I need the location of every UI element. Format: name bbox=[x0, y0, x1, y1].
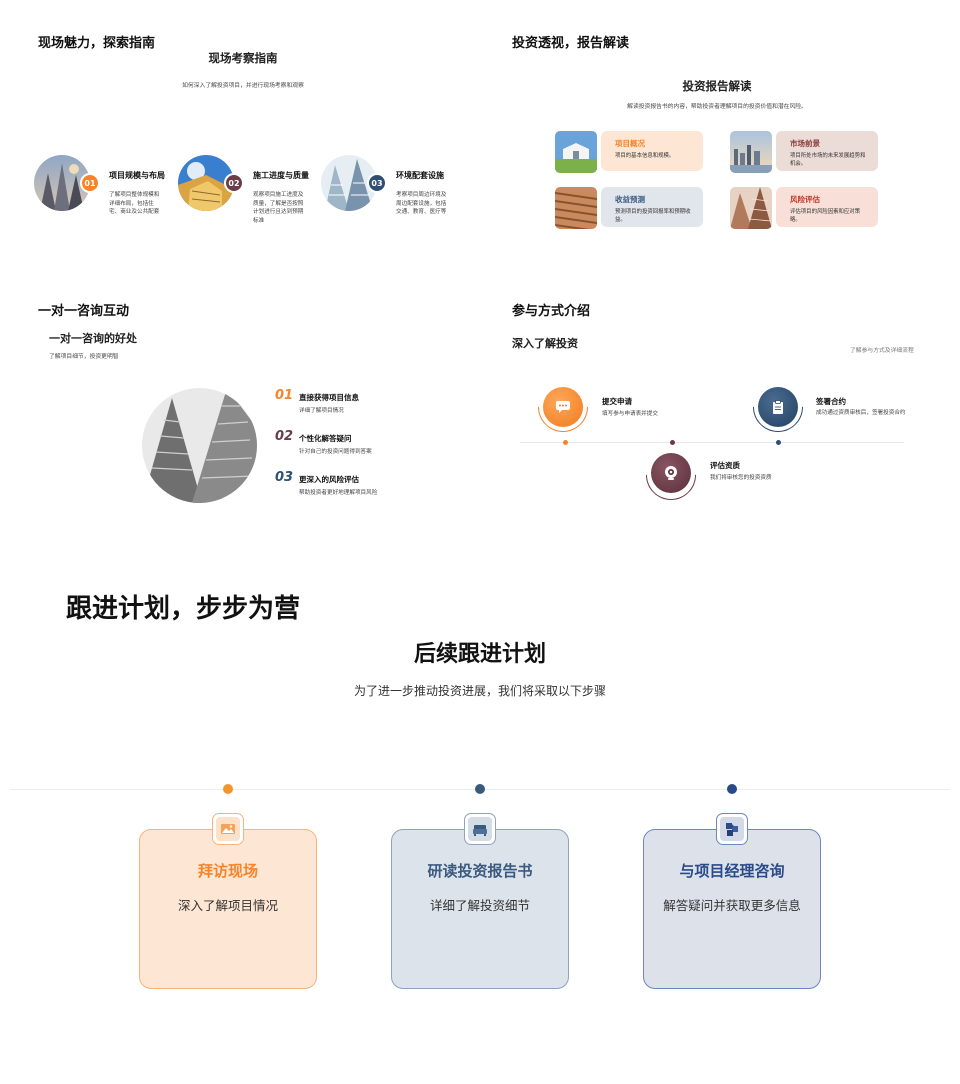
sofa-icon bbox=[468, 817, 492, 841]
house-photo bbox=[555, 131, 597, 173]
slide-title: 现场考察指南 bbox=[208, 51, 278, 65]
benefit-title: 个性化解答疑问 bbox=[299, 434, 352, 443]
step-desc: 我们将审核您的投资资质 bbox=[710, 475, 772, 481]
card-desc: 预测项目的投资回报率和预期收益。 bbox=[615, 209, 691, 223]
chat-icon bbox=[556, 401, 570, 413]
slide-investment-report: 投资透视，报告解读 投资报告解读 解读投资报告书的内容，帮助投资者理解项目的投资… bbox=[480, 0, 960, 270]
slide-subtitle: 了解项目细节，投资更明智 bbox=[49, 354, 119, 360]
number-label: 02 bbox=[275, 429, 294, 444]
timeline-dot bbox=[670, 440, 675, 445]
benefit-desc: 针对自己的投资问题得到答案 bbox=[299, 449, 372, 455]
card-desc: 解答疑问并获取更多信息 bbox=[663, 898, 801, 913]
step-title: 签署合约 bbox=[816, 397, 846, 406]
number-label: 03 bbox=[275, 470, 294, 485]
card-title: 市场前景 bbox=[790, 139, 820, 148]
picture-icon bbox=[216, 817, 240, 841]
card-desc: 项目所处市场的未来发展趋势和机会。 bbox=[790, 153, 866, 167]
slide-subtitle: 为了进一步推动投资进展，我们将采取以下步骤 bbox=[353, 684, 606, 698]
section-title: 跟进计划，步步为营 bbox=[66, 594, 301, 624]
card-title: 拜访现场 bbox=[197, 862, 258, 880]
harbor-photo bbox=[730, 131, 772, 173]
icon-box bbox=[716, 813, 748, 845]
slide-title: 后续跟进计划 bbox=[413, 642, 546, 667]
benefit-desc: 帮助投资者更好地理解项目风险 bbox=[299, 490, 378, 496]
clipboard-icon bbox=[773, 399, 783, 414]
slide-consultation: 一对一咨询互动 一对一咨询的好处 了解项目细节，投资更明智 01 直接获得项目信… bbox=[0, 270, 480, 540]
item-title: 环境配套设施 bbox=[396, 171, 444, 180]
slide-site-visit-guide: 现场魅力，探索指南 现场考察指南 如何深入了解投资项目，并进行现场考察和观察 0… bbox=[0, 0, 480, 270]
step-title: 评估资质 bbox=[710, 461, 740, 470]
timeline-dot bbox=[727, 784, 737, 794]
report-card-forecast: 收益预测 预测项目的投资回报率和预期收益。 bbox=[601, 187, 703, 227]
plan-card-report: 研读投资报告书 详细了解投资细节 bbox=[391, 829, 569, 989]
item-desc: 观察项目施工进度及质量，了解是否按照计划进行且达到预期标准 bbox=[253, 192, 304, 224]
card-title: 研读投资报告书 bbox=[427, 862, 533, 880]
timeline-dot bbox=[563, 440, 568, 445]
timeline-dot bbox=[475, 784, 485, 794]
card-desc: 项目的基本信息和规模。 bbox=[615, 153, 675, 159]
item-title: 项目规模与布局 bbox=[109, 171, 165, 180]
number-label: 01 bbox=[275, 388, 294, 403]
section-title: 投资透视，报告解读 bbox=[512, 36, 630, 51]
card-title: 收益预测 bbox=[615, 195, 645, 204]
item-title: 施工进度与质量 bbox=[253, 171, 309, 180]
timeline-dot bbox=[223, 784, 233, 794]
benefit-title: 更深入的风险评估 bbox=[299, 475, 359, 484]
slide-title: 投资报告解读 bbox=[682, 79, 752, 93]
plan-card-visit: 拜访现场 深入了解项目情况 bbox=[139, 829, 317, 989]
facade-photo bbox=[555, 187, 597, 229]
item-desc: 考察项目周边环境及周边配套设施，包括交通、教育、医疗等 bbox=[396, 192, 447, 215]
number-badge: 03 bbox=[367, 173, 387, 193]
puzzle-icon bbox=[720, 817, 744, 841]
card-title: 项目概况 bbox=[615, 139, 645, 148]
item-desc: 了解项目整体规模和详细布局，包括住宅、商业及公共配套 bbox=[109, 192, 160, 215]
slide-follow-up-plan: 跟进计划，步步为营 后续跟进计划 为了进一步推动投资进展，我们将采取以下步骤 拜… bbox=[0, 540, 960, 1084]
slide-title: 一对一咨询的好处 bbox=[49, 332, 137, 345]
step-desc: 填写参与申请表并提交 bbox=[602, 411, 658, 417]
skyscraper-photo bbox=[142, 388, 257, 503]
number-badge: 02 bbox=[224, 173, 244, 193]
slide-participation: 参与方式介绍 深入了解投资 了解参与方式及详细流程 提交申请 填写参与申请表并提… bbox=[480, 270, 960, 540]
slide-title: 深入了解投资 bbox=[512, 337, 578, 350]
tower-photo bbox=[730, 187, 772, 229]
webcam-icon bbox=[665, 466, 677, 480]
slide-subtitle: 如何深入了解投资项目，并进行现场考察和观察 bbox=[182, 83, 304, 89]
card-desc: 详细了解投资细节 bbox=[429, 898, 530, 913]
timeline-dot bbox=[776, 440, 781, 445]
icon-box bbox=[212, 813, 244, 845]
card-desc: 深入了解项目情况 bbox=[177, 898, 278, 913]
report-card-market: 市场前景 项目所处市场的未来发展趋势和机会。 bbox=[776, 131, 878, 171]
timeline-line bbox=[520, 442, 904, 443]
section-title: 参与方式介绍 bbox=[512, 304, 591, 319]
icon-box bbox=[464, 813, 496, 845]
section-title: 现场魅力，探索指南 bbox=[38, 36, 156, 51]
section-title: 一对一咨询互动 bbox=[38, 304, 130, 319]
slide-note: 了解参与方式及详细流程 bbox=[850, 348, 914, 354]
step-circle bbox=[543, 387, 583, 427]
benefit-desc: 详细了解项目情况 bbox=[299, 408, 344, 414]
step-circle bbox=[758, 387, 798, 427]
card-title: 与项目经理咨询 bbox=[679, 862, 785, 880]
report-card-risk: 风险评估 评估项目的风险因素和应对策略。 bbox=[776, 187, 878, 227]
card-title: 风险评估 bbox=[790, 195, 820, 204]
step-circle bbox=[651, 453, 691, 493]
card-desc: 评估项目的风险因素和应对策略。 bbox=[790, 209, 861, 223]
benefit-title: 直接获得项目信息 bbox=[299, 393, 359, 402]
step-desc: 成功通过资质审核后，签署投资合约 bbox=[816, 410, 906, 416]
slide-subtitle: 解读投资报告书的内容，帮助投资者理解项目的投资价值和潜在风险。 bbox=[627, 104, 807, 110]
number-badge: 01 bbox=[80, 173, 100, 193]
plan-card-consult: 与项目经理咨询 解答疑问并获取更多信息 bbox=[643, 829, 821, 989]
step-title: 提交申请 bbox=[602, 397, 632, 406]
report-card-overview: 项目概况 项目的基本信息和规模。 bbox=[601, 131, 703, 171]
